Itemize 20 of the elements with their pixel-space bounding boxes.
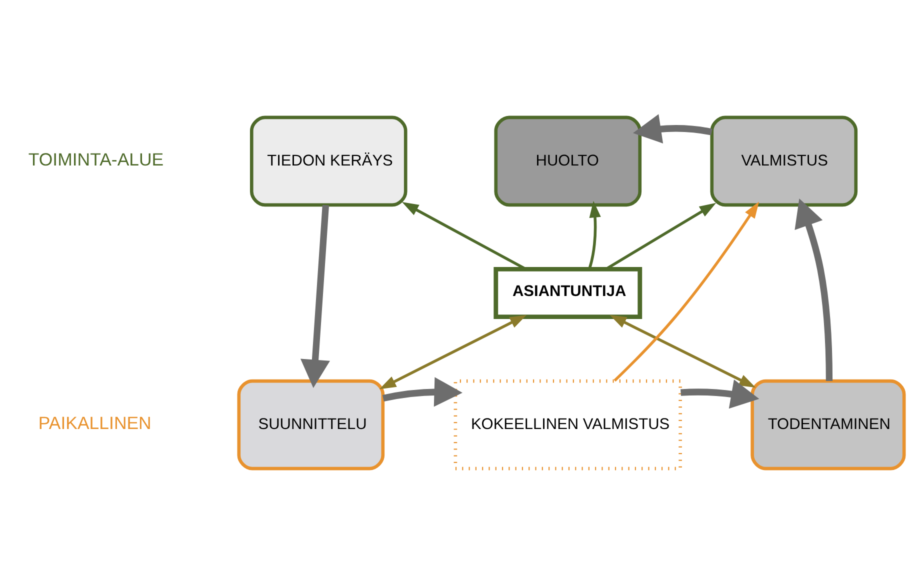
arrow xyxy=(614,201,760,382)
arrow xyxy=(588,200,601,270)
node-box: TIEDON KERÄYS xyxy=(250,115,408,206)
arrow xyxy=(680,378,760,408)
node-box: ASIANTUNTIJA xyxy=(494,266,642,319)
label: PAIKALLINEN xyxy=(38,412,152,433)
node-box: HUOLTO xyxy=(494,115,642,206)
arrow xyxy=(300,204,330,388)
arrow xyxy=(382,376,462,406)
arrow xyxy=(379,314,527,389)
arrow xyxy=(610,314,756,388)
arrow xyxy=(632,114,712,143)
node-box: SUUNNITTELU xyxy=(237,378,385,470)
arrow xyxy=(605,202,716,270)
node-box: KOKEELLINEN VALMISTUS xyxy=(454,378,682,470)
node-box: VALMISTUS xyxy=(710,115,858,206)
arrow xyxy=(402,202,527,270)
node-box: TODENTAMINEN xyxy=(750,378,906,470)
label: TOIMINTA-ALUE xyxy=(28,148,164,169)
arrow xyxy=(794,198,833,381)
